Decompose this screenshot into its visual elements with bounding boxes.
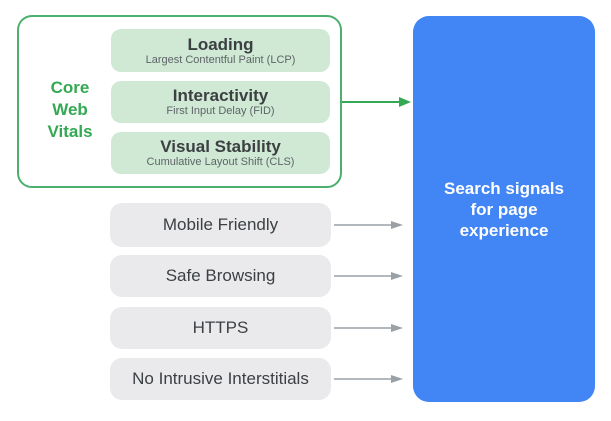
right-arrow-icon	[342, 97, 411, 107]
result-line: Search signals	[443, 178, 564, 198]
result-line: experience	[459, 220, 549, 240]
signal-box-safe-browsing: Safe Browsing	[110, 255, 331, 297]
right-arrow-icon	[334, 324, 403, 332]
right-arrow-icon	[334, 221, 403, 229]
vital-box-loading: Loading Largest Contentful Paint (LCP)	[111, 29, 330, 72]
signal-box-https: HTTPS	[110, 307, 331, 349]
vital-box-interactivity: Interactivity First Input Delay (FID)	[111, 81, 330, 123]
vital-title: Interactivity	[172, 86, 269, 105]
search-signals-result-box: Search signals for page experience	[413, 16, 595, 402]
right-arrow-icon	[334, 272, 403, 280]
vital-subtitle: Largest Contentful Paint (LCP)	[145, 53, 296, 66]
right-arrow-icon	[334, 375, 403, 383]
core-web-vitals-label-line: Core	[50, 78, 90, 97]
result-line: for page	[470, 199, 538, 219]
signal-box-mobile-friendly: Mobile Friendly	[110, 203, 331, 247]
core-web-vitals-label: Core Web Vitals	[27, 77, 113, 143]
vital-subtitle: Cumulative Layout Shift (CLS)	[146, 156, 295, 168]
core-web-vitals-label-line: Web	[52, 100, 88, 119]
vital-box-visual-stability: Visual Stability Cumulative Layout Shift…	[111, 132, 330, 174]
core-web-vitals-group: Core Web Vitals Loading Largest Contentf…	[17, 15, 342, 188]
vital-subtitle: First Input Delay (FID)	[166, 105, 275, 117]
vital-title: Visual Stability	[160, 137, 281, 156]
vital-title: Loading	[187, 34, 254, 54]
signal-box-no-intrusive-interstitials: No Intrusive Interstitials	[110, 358, 331, 400]
core-web-vitals-label-line: Vitals	[47, 122, 93, 141]
